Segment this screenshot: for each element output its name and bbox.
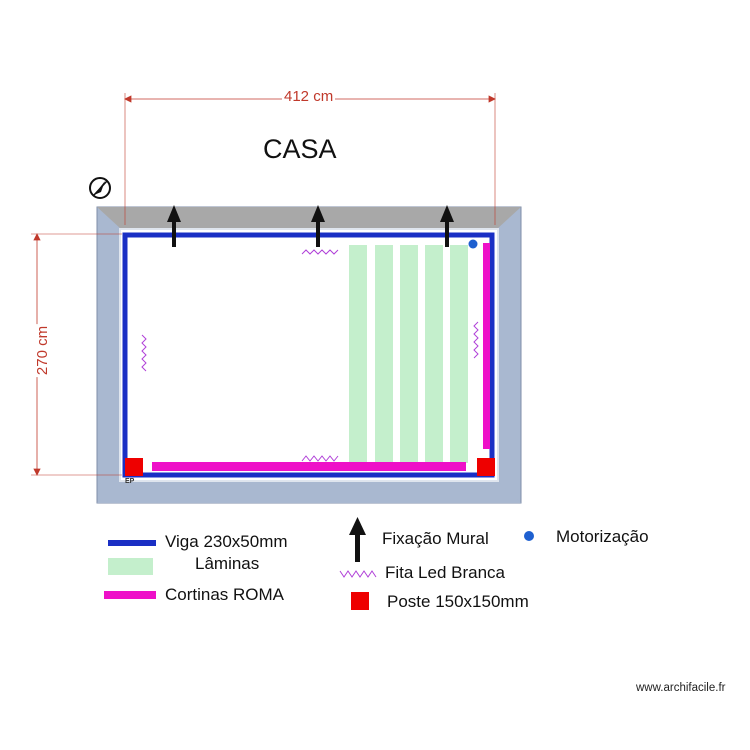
legend-viga-label: Viga 230x50mm <box>165 532 288 551</box>
legend-laminas-label: Lâminas <box>195 554 260 573</box>
curtain-bottom <box>152 462 466 471</box>
legend-led-label: Fita Led Branca <box>385 563 506 582</box>
slat <box>425 245 443 463</box>
legend-poste-swatch <box>351 592 369 610</box>
credit-link[interactable]: www.archifacile.fr <box>636 682 726 694</box>
beam-outline <box>122 232 495 478</box>
height-dimension-label: 270 cm <box>34 323 52 378</box>
post <box>477 458 495 476</box>
slat <box>450 245 468 463</box>
legend-fixacao-label: Fixação Mural <box>382 529 489 548</box>
legend-laminas-swatch <box>108 558 153 575</box>
legend-motor-label: Motorização <box>556 527 649 546</box>
width-dimension-label: 412 cm <box>282 88 336 105</box>
legend-cortinas-swatch <box>104 591 156 599</box>
curtain-right <box>483 243 490 449</box>
led-strips <box>141 249 479 462</box>
wall-fixations <box>167 205 454 247</box>
slat <box>375 245 393 463</box>
legend-viga-swatch <box>108 540 156 546</box>
post <box>125 458 143 476</box>
corner-label: EP <box>125 478 135 485</box>
legend-poste-label: Poste 150x150mm <box>387 592 529 611</box>
slat <box>349 245 367 463</box>
legend-cortinas-label: Cortinas ROMA <box>165 585 285 604</box>
slat <box>400 245 418 463</box>
legend-led-icon <box>339 570 377 578</box>
legend-motor-dot <box>524 531 534 541</box>
compass-north-icon <box>89 177 111 199</box>
legend-fixacao-icon <box>349 517 366 562</box>
page-title: CASA <box>263 134 337 164</box>
motor-dot <box>468 239 478 249</box>
legend-swatches <box>104 517 534 610</box>
slats <box>349 245 468 463</box>
